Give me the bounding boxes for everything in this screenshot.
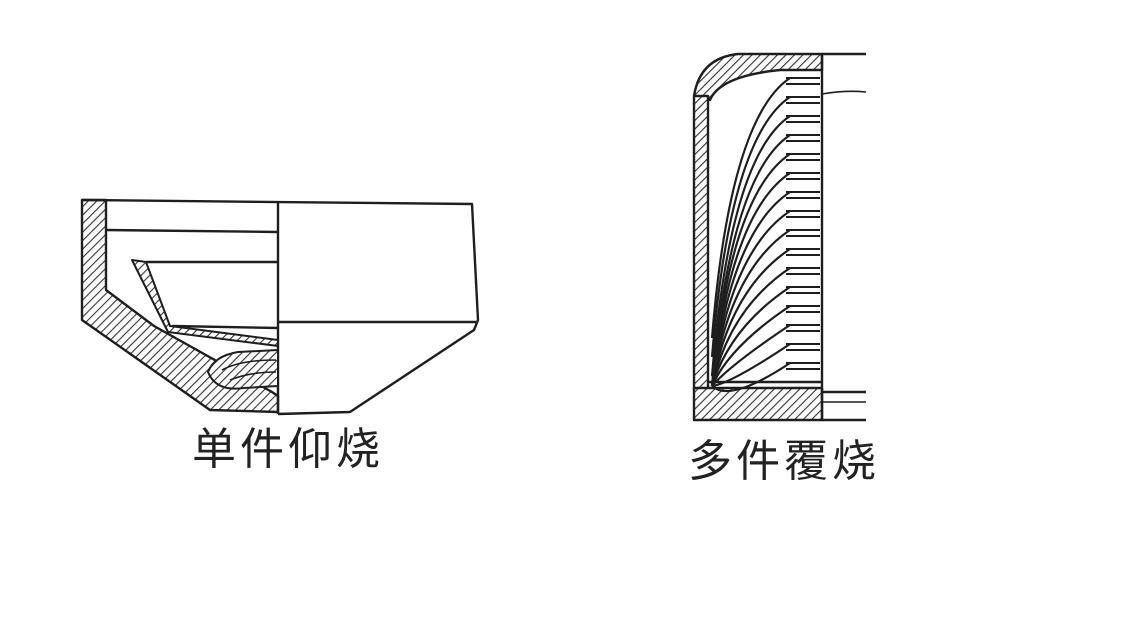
ring-supports xyxy=(786,77,820,370)
stacked-bowls xyxy=(710,77,791,393)
bowl-inner-line xyxy=(171,324,279,330)
setter-pad xyxy=(207,349,279,390)
saggar-top-rim xyxy=(692,52,824,102)
ring-step xyxy=(786,248,820,256)
saggar-multi-piece-diagram xyxy=(692,52,867,422)
ring-step xyxy=(786,77,820,85)
stacked-bowl xyxy=(711,324,791,387)
ring-step xyxy=(786,153,820,161)
stacked-bowl xyxy=(710,305,791,387)
stacked-bowl xyxy=(710,248,791,387)
saggar-outline xyxy=(81,198,480,416)
ring-step xyxy=(786,134,820,142)
ring-step xyxy=(786,324,820,332)
caption-multi-piece-inverted-firing: 多件覆烧 xyxy=(688,436,880,487)
saggar-outline-right xyxy=(820,52,866,422)
ring-step xyxy=(786,362,820,370)
stacked-bowl xyxy=(711,362,791,393)
ring-step xyxy=(786,210,820,218)
stacked-bowl xyxy=(711,343,791,388)
ring-step xyxy=(786,96,820,104)
saggar-single-piece-diagram xyxy=(80,198,480,416)
ring-step xyxy=(786,343,820,351)
ring-step xyxy=(786,115,820,123)
stacked-bowl xyxy=(710,115,791,377)
ring-step xyxy=(786,191,820,199)
saggar-base xyxy=(692,386,824,422)
ring-step xyxy=(786,172,820,180)
saggar-wall-section xyxy=(80,198,280,414)
saggar-interior-top xyxy=(105,228,279,234)
setter-detail xyxy=(221,359,277,381)
ring-step xyxy=(786,286,820,294)
exterior-detail xyxy=(821,90,867,403)
stacked-bowl xyxy=(710,77,791,339)
ring-step xyxy=(786,229,820,237)
saggar-left-wall xyxy=(692,94,710,392)
ring-step xyxy=(786,305,820,313)
stacked-bowl xyxy=(710,286,791,387)
stacked-bowl xyxy=(710,96,791,358)
caption-single-piece-upright-firing: 单件仰烧 xyxy=(192,424,384,475)
ring-step xyxy=(786,267,820,275)
stacked-bowl xyxy=(710,267,791,387)
